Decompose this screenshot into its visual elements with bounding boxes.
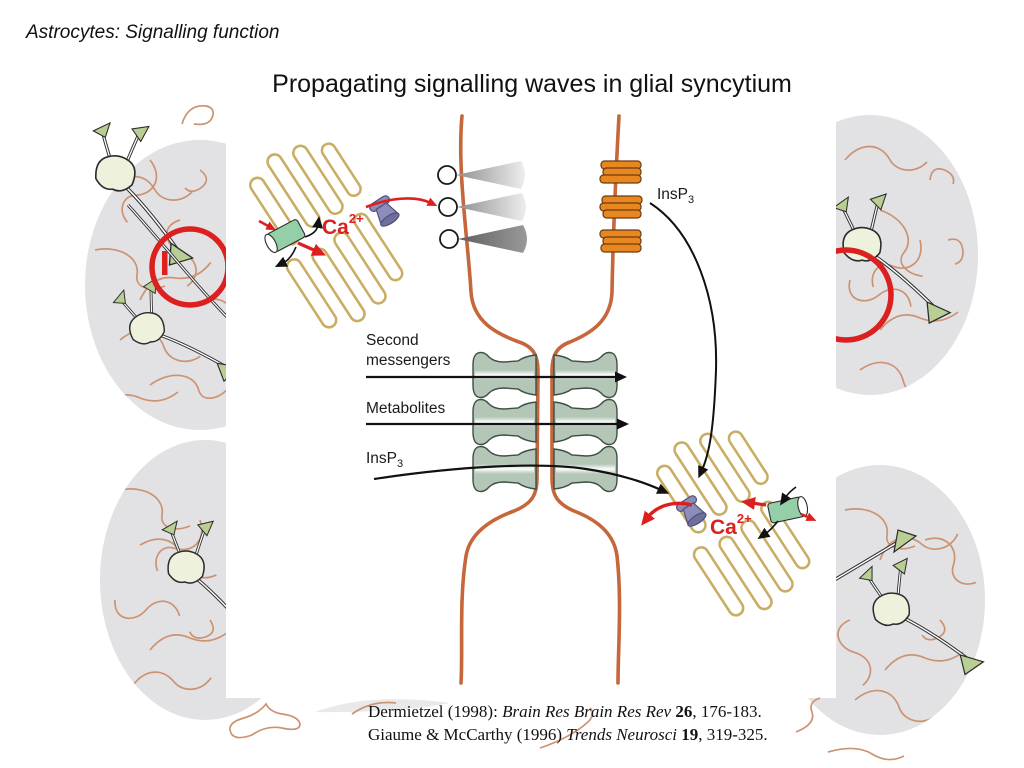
slide-title: Propagating signalling waves in glial sy… xyxy=(272,70,792,98)
electrode-i-mark xyxy=(162,251,168,275)
bottom-strip-squiggles xyxy=(229,697,905,761)
release-cone-icon xyxy=(458,225,527,253)
cell-membrane-left xyxy=(458,114,540,685)
release-cone-icon xyxy=(456,161,525,189)
vesicle-release-sites xyxy=(437,161,527,253)
squiggle-hook-right xyxy=(947,238,964,265)
ca-label-top: Ca2+ xyxy=(322,211,364,239)
ca-label-bottom: Ca2+ xyxy=(710,511,752,539)
slide-header: Astrocytes: Signalling function xyxy=(25,22,279,43)
citation-line-2: Giaume & McCarthy (1996) Trends Neurosci… xyxy=(368,725,768,744)
coil-stack-icon xyxy=(599,195,643,219)
calcium-release-arrow-bottom xyxy=(641,501,693,526)
insp3-label-left: InsP3 xyxy=(366,450,403,470)
vesicle-icon xyxy=(437,165,457,185)
metabolites-label: Metabolites xyxy=(366,400,446,417)
calcium-pump-bottom xyxy=(741,486,817,539)
vesicle-icon xyxy=(438,197,458,217)
second-messengers-label-line1: Second xyxy=(366,332,419,349)
calcium-pump-top xyxy=(258,216,327,268)
insp3-transfer-arrow xyxy=(373,464,670,494)
coil-stack-icon xyxy=(599,160,642,184)
calcium-release-arrow-top xyxy=(365,197,438,209)
insp3-label-top-right: InsP3 xyxy=(657,186,694,206)
release-cone-icon xyxy=(457,193,526,221)
insp3-diffusion-arrow xyxy=(649,202,718,479)
squiggle-above-blob xyxy=(181,104,214,126)
coil-stack-icon xyxy=(599,229,642,253)
astrocyte-process-line xyxy=(126,203,918,587)
cell-membrane-right xyxy=(550,114,622,685)
citation-line-1: Dermietzel (1998): Brain Res Brain Res R… xyxy=(368,702,762,721)
glial-syncytium-diagram: Ca2+ Ca2+ InsP3 Second messengers Metabo… xyxy=(229,114,830,685)
membrane-coil-stacks xyxy=(599,160,643,253)
second-messengers-label-line2: messengers xyxy=(366,352,451,369)
vesicle-icon xyxy=(439,229,459,249)
